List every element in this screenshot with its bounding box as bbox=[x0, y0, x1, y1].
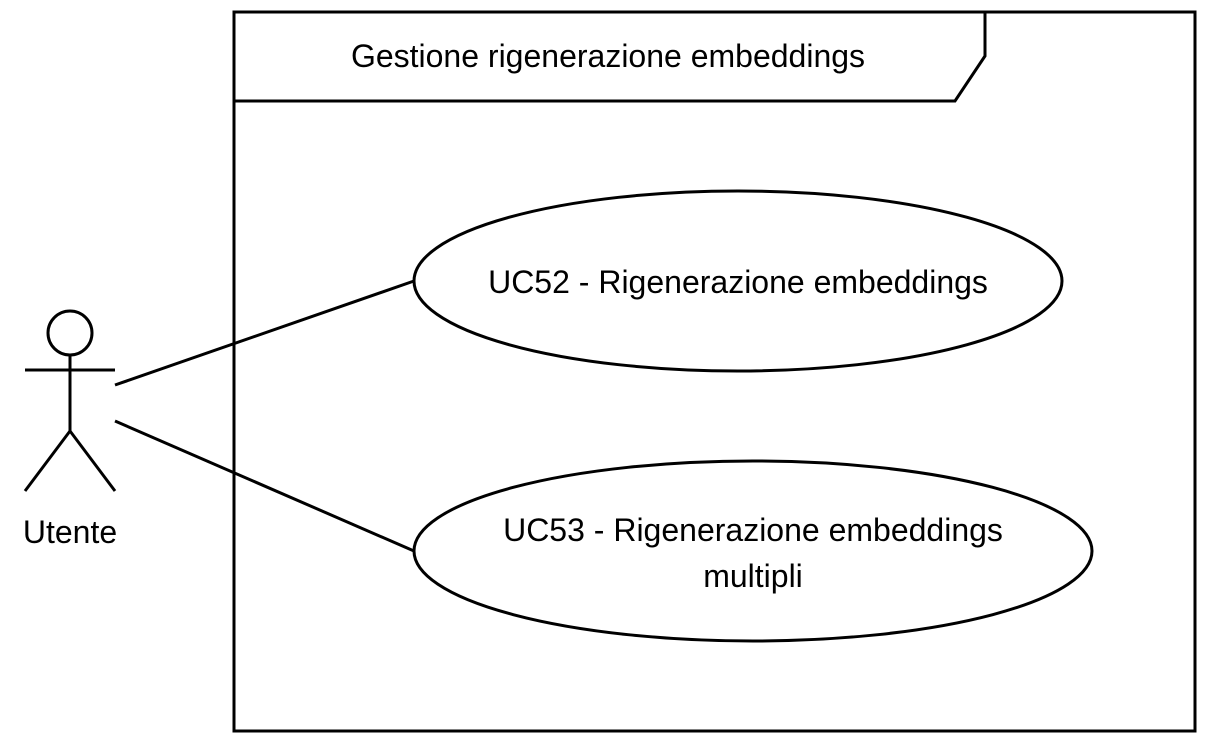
association-uc52 bbox=[114, 279, 415, 387]
use-case-uc53-label-line2: multipli bbox=[703, 558, 803, 594]
use-case-uc53-ellipse bbox=[412, 459, 1094, 643]
associations bbox=[114, 279, 415, 553]
system-boundary-title: Gestione rigenerazione embeddings bbox=[351, 38, 865, 74]
use-case-uc53: UC53 - Rigenerazione embeddings multipli bbox=[412, 459, 1094, 643]
actor-head bbox=[46, 309, 94, 357]
actor-right-leg bbox=[68, 430, 117, 492]
use-case-uc52: UC52 - Rigenerazione embeddings bbox=[412, 189, 1064, 373]
use-case-uc52-label: UC52 - Rigenerazione embeddings bbox=[488, 264, 988, 300]
use-case-uc52-ellipse bbox=[412, 189, 1064, 373]
actor-left-leg bbox=[23, 430, 72, 492]
actor-label: Utente bbox=[23, 514, 117, 550]
association-uc53 bbox=[114, 419, 415, 553]
actor-utente: Utente bbox=[23, 309, 117, 550]
use-case-uc53-label-line1: UC53 - Rigenerazione embeddings bbox=[503, 512, 1003, 548]
system-boundary-title-tab bbox=[234, 12, 987, 103]
